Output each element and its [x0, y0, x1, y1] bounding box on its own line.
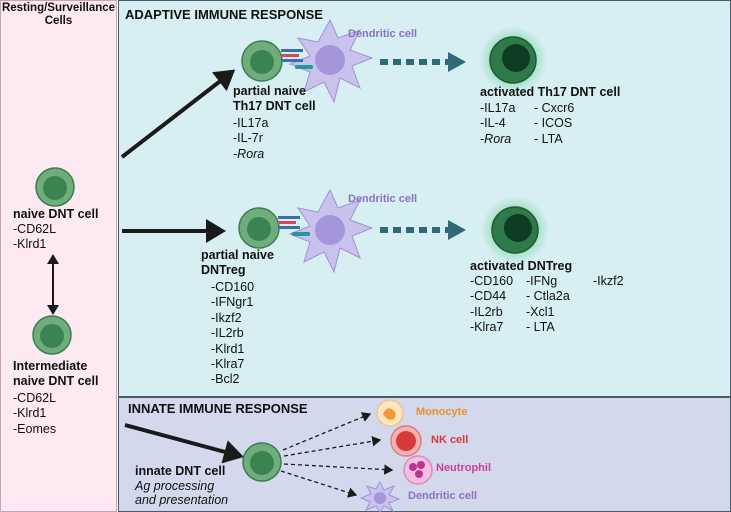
marker: -IL2rb [211, 326, 244, 341]
th17-activated-col2: - Cxcr6 - ICOS - LTA [534, 101, 574, 147]
marker: - Ctla2a [526, 289, 570, 304]
marker: -IL17a [233, 116, 269, 130]
marker: -Eomes [13, 421, 57, 436]
tcr-mhc-receptor-icon [281, 49, 313, 69]
marker: -Bcl2 [211, 372, 240, 387]
marker: -CD44 [470, 289, 507, 304]
dntreg-activated-col1: -CD160 -CD44 -IL2rb -Klra7 [470, 274, 513, 336]
resting-title: Resting/Surveillance Cells [1, 2, 116, 27]
arrow-to-th17 [120, 69, 236, 159]
th17-partial-markers: -IL17a -IL-7r -Rora [233, 116, 268, 162]
marker: -Klra7 [470, 320, 504, 335]
innate-dashed-arrows [280, 412, 394, 498]
marker: -Klrd1 [13, 406, 47, 421]
marker: -Rora [480, 131, 512, 146]
adaptive-immune-panel [118, 0, 731, 397]
naive-markers: -CD62L -Klrd1 [13, 222, 56, 253]
monocyte-icon [376, 399, 404, 427]
monocyte-label: Monocyte [416, 406, 468, 418]
marker: - LTA [534, 131, 563, 146]
activated-th17-cell-icon [479, 26, 547, 94]
marker: -Ikzf2 [211, 310, 242, 325]
dntreg-partial-cell-icon [238, 207, 280, 249]
marker: -CD62L [13, 391, 57, 405]
marker: -Klrd1 [211, 341, 245, 356]
dendritic-cell-icon-2 [288, 188, 374, 274]
marker: -IL-7r [233, 131, 263, 146]
marker: -CD62L [13, 222, 57, 236]
innate-dnt-cell-icon [242, 442, 282, 482]
dntreg-activated-col2: -IFNg - Ctla2a -Xcl1 - LTA [526, 274, 570, 336]
neutrophil-label: Neutrophil [436, 462, 491, 474]
naive-dnt-cell-icon [35, 167, 75, 207]
small-dendritic-cell-icon [359, 480, 401, 512]
intermediate-dnt-cell-icon [32, 315, 72, 355]
marker: -Klrd1 [13, 237, 47, 252]
dendritic-cell-icon [288, 18, 374, 104]
dendritic-cell-label-2: Dendritic cell [348, 193, 418, 205]
th17-partial-title: partial naive Th17 DNT cell [233, 84, 316, 113]
th17-partial-cell-icon [241, 40, 283, 82]
dashed-arrow-dntreg [380, 220, 466, 240]
naive-cell-title: naive DNT cell [13, 207, 99, 221]
neutrophil-icon [403, 455, 433, 485]
marker: -IL-4 [480, 116, 506, 131]
dntreg-partial-markers: -CD160 -IFNgr1 -Ikzf2 -IL2rb -Klrd1 -Klr… [211, 280, 254, 388]
marker: -Klra7 [211, 357, 245, 372]
nk-cell-label: NK cell [431, 434, 469, 446]
bidirectional-arrow [47, 254, 59, 315]
innate-title: INNATE IMMUNE RESPONSE [128, 401, 308, 416]
marker: - ICOS [534, 116, 573, 131]
dntreg-activated-col3: -Ikzf2 [593, 274, 624, 289]
resting-cells-panel [0, 0, 117, 512]
marker: -CD160 [470, 274, 514, 288]
dendritic-cell-innate-label: Dendritic cell [408, 490, 478, 502]
dendritic-cell-label: Dendritic cell [348, 28, 418, 40]
dashed-arrow-th17 [380, 52, 466, 72]
arrow-to-innate [124, 423, 244, 464]
marker: -Xcl1 [526, 304, 555, 319]
intermediate-cell-title: Intermediate naive DNT cell [13, 359, 99, 388]
marker: -IFNgr1 [211, 295, 254, 310]
dntreg-activated-title: activated DNTreg [470, 259, 573, 273]
marker: -Rora [233, 146, 265, 161]
th17-activated-title: activated Th17 DNT cell [480, 85, 621, 99]
nk-cell-icon [390, 425, 422, 457]
th17-activated-col1: -IL17a -IL-4 -Rora [480, 101, 515, 147]
marker: -IL2rb [470, 304, 503, 319]
marker: - Cxcr6 [534, 101, 575, 115]
innate-cell-subtitle: Ag processing and presentation [135, 479, 229, 507]
marker: -IL17a [480, 101, 516, 115]
marker: - LTA [526, 320, 555, 335]
intermediate-markers: -CD62L -Klrd1 -Eomes [13, 391, 56, 437]
marker: -IFNg [526, 274, 558, 288]
marker: -CD160 [211, 280, 255, 294]
innate-cell-title: innate DNT cell [135, 464, 226, 478]
dntreg-partial-title: partial naive DNTreg [201, 248, 274, 277]
adaptive-title: ADAPTIVE IMMUNE RESPONSE [125, 7, 323, 22]
marker: -Ikzf2 [593, 274, 624, 288]
tcr-mhc-receptor-icon-2 [278, 216, 310, 236]
activated-dntreg-cell-icon [481, 196, 549, 264]
